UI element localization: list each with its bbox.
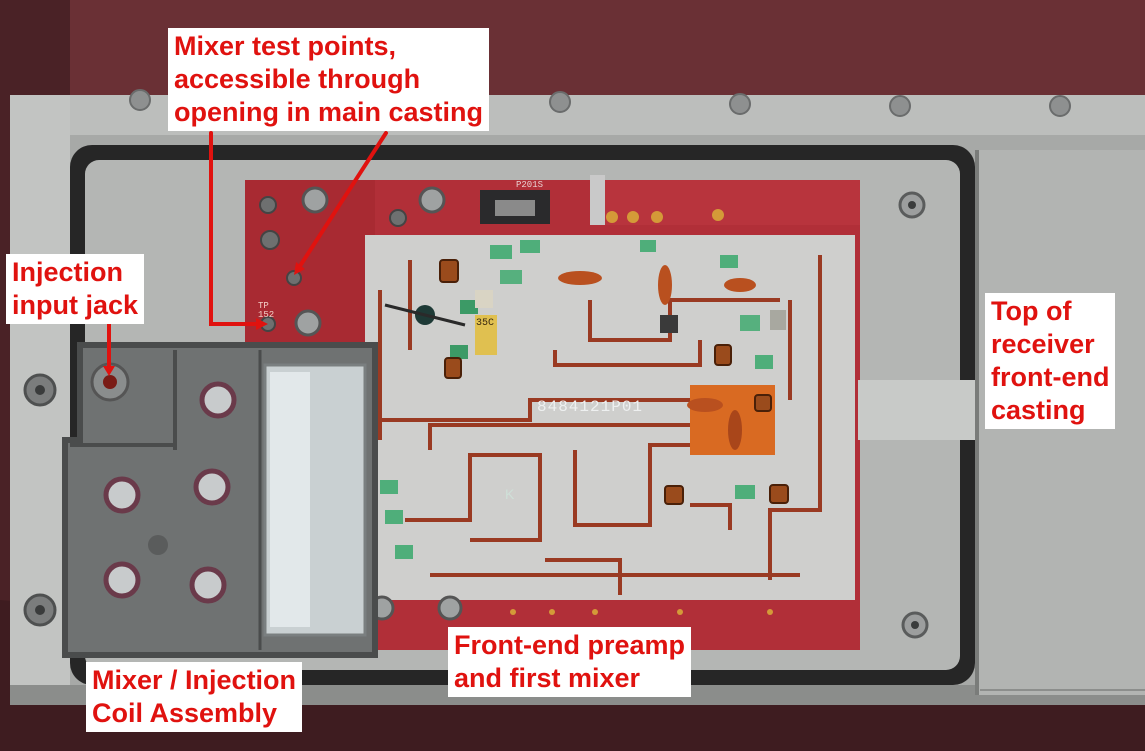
inner-screws	[898, 191, 929, 639]
pcb-part-number: 8484121P01	[537, 398, 644, 416]
resistors-caps	[475, 265, 786, 450]
arrow-heads	[103, 262, 305, 376]
pcb-k-mark: K	[505, 486, 515, 502]
green-components	[380, 240, 773, 559]
injection-input-jack-label: Injection input jack	[6, 254, 145, 324]
top-pads	[510, 209, 773, 615]
pointer-lines	[107, 131, 388, 371]
pcb-tp-mark: TP 152	[258, 301, 275, 320]
mixer-coil-assembly	[62, 342, 378, 658]
pcb-ref-mark: P201S	[516, 180, 544, 190]
front-end-preamp-label: Front-end preamp and first mixer	[448, 627, 692, 697]
inductors	[439, 259, 789, 505]
mixer-coil-assembly-label: Mixer / Injection Coil Assembly	[86, 662, 303, 732]
mixer-test-points-label: Mixer test points, accessible through op…	[168, 28, 490, 131]
connector-p201	[480, 190, 550, 224]
pcb-traces	[378, 255, 822, 595]
transistor	[384, 303, 466, 327]
coil-adjust-screws	[103, 381, 237, 604]
pcb-cap-mark: 35C	[476, 318, 495, 329]
top-of-casting-label: Top of receiver front-end casting	[985, 293, 1116, 429]
injection-jack	[90, 362, 130, 402]
